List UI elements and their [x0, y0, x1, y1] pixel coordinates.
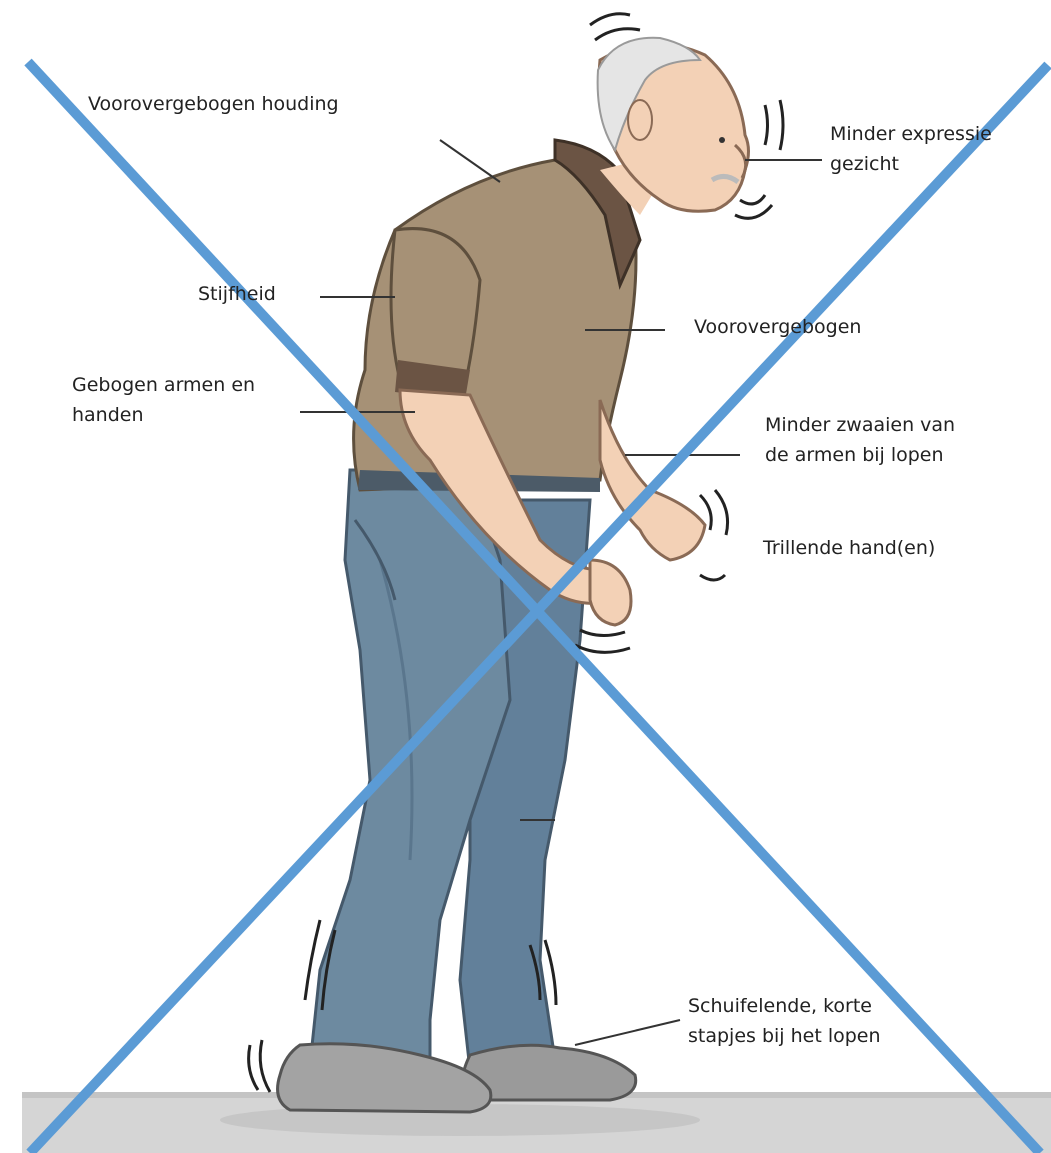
front-shoe: [278, 1044, 491, 1112]
eye: [719, 137, 725, 143]
ear: [628, 100, 652, 140]
back-arm: [600, 400, 705, 560]
label-voorovergebogen-houding: Voorovergebogen houding: [88, 89, 339, 119]
label-minder-zwaaien: Minder zwaaien van de armen bij lopen: [765, 410, 955, 470]
label-schuifelende-stapjes: Schuifelende, korte stapjes bij het lope…: [688, 991, 881, 1051]
front-hand: [590, 560, 631, 625]
label-trillende-handen: Trillende hand(en): [763, 533, 935, 563]
label-gebogen-armen: Gebogen armen en handen: [72, 370, 255, 430]
label-voorovergebogen: Voorovergebogen: [694, 312, 861, 342]
label-stijfheid: Stijfheid: [198, 279, 276, 309]
label-minder-expressie: Minder expressie gezicht: [830, 119, 992, 179]
